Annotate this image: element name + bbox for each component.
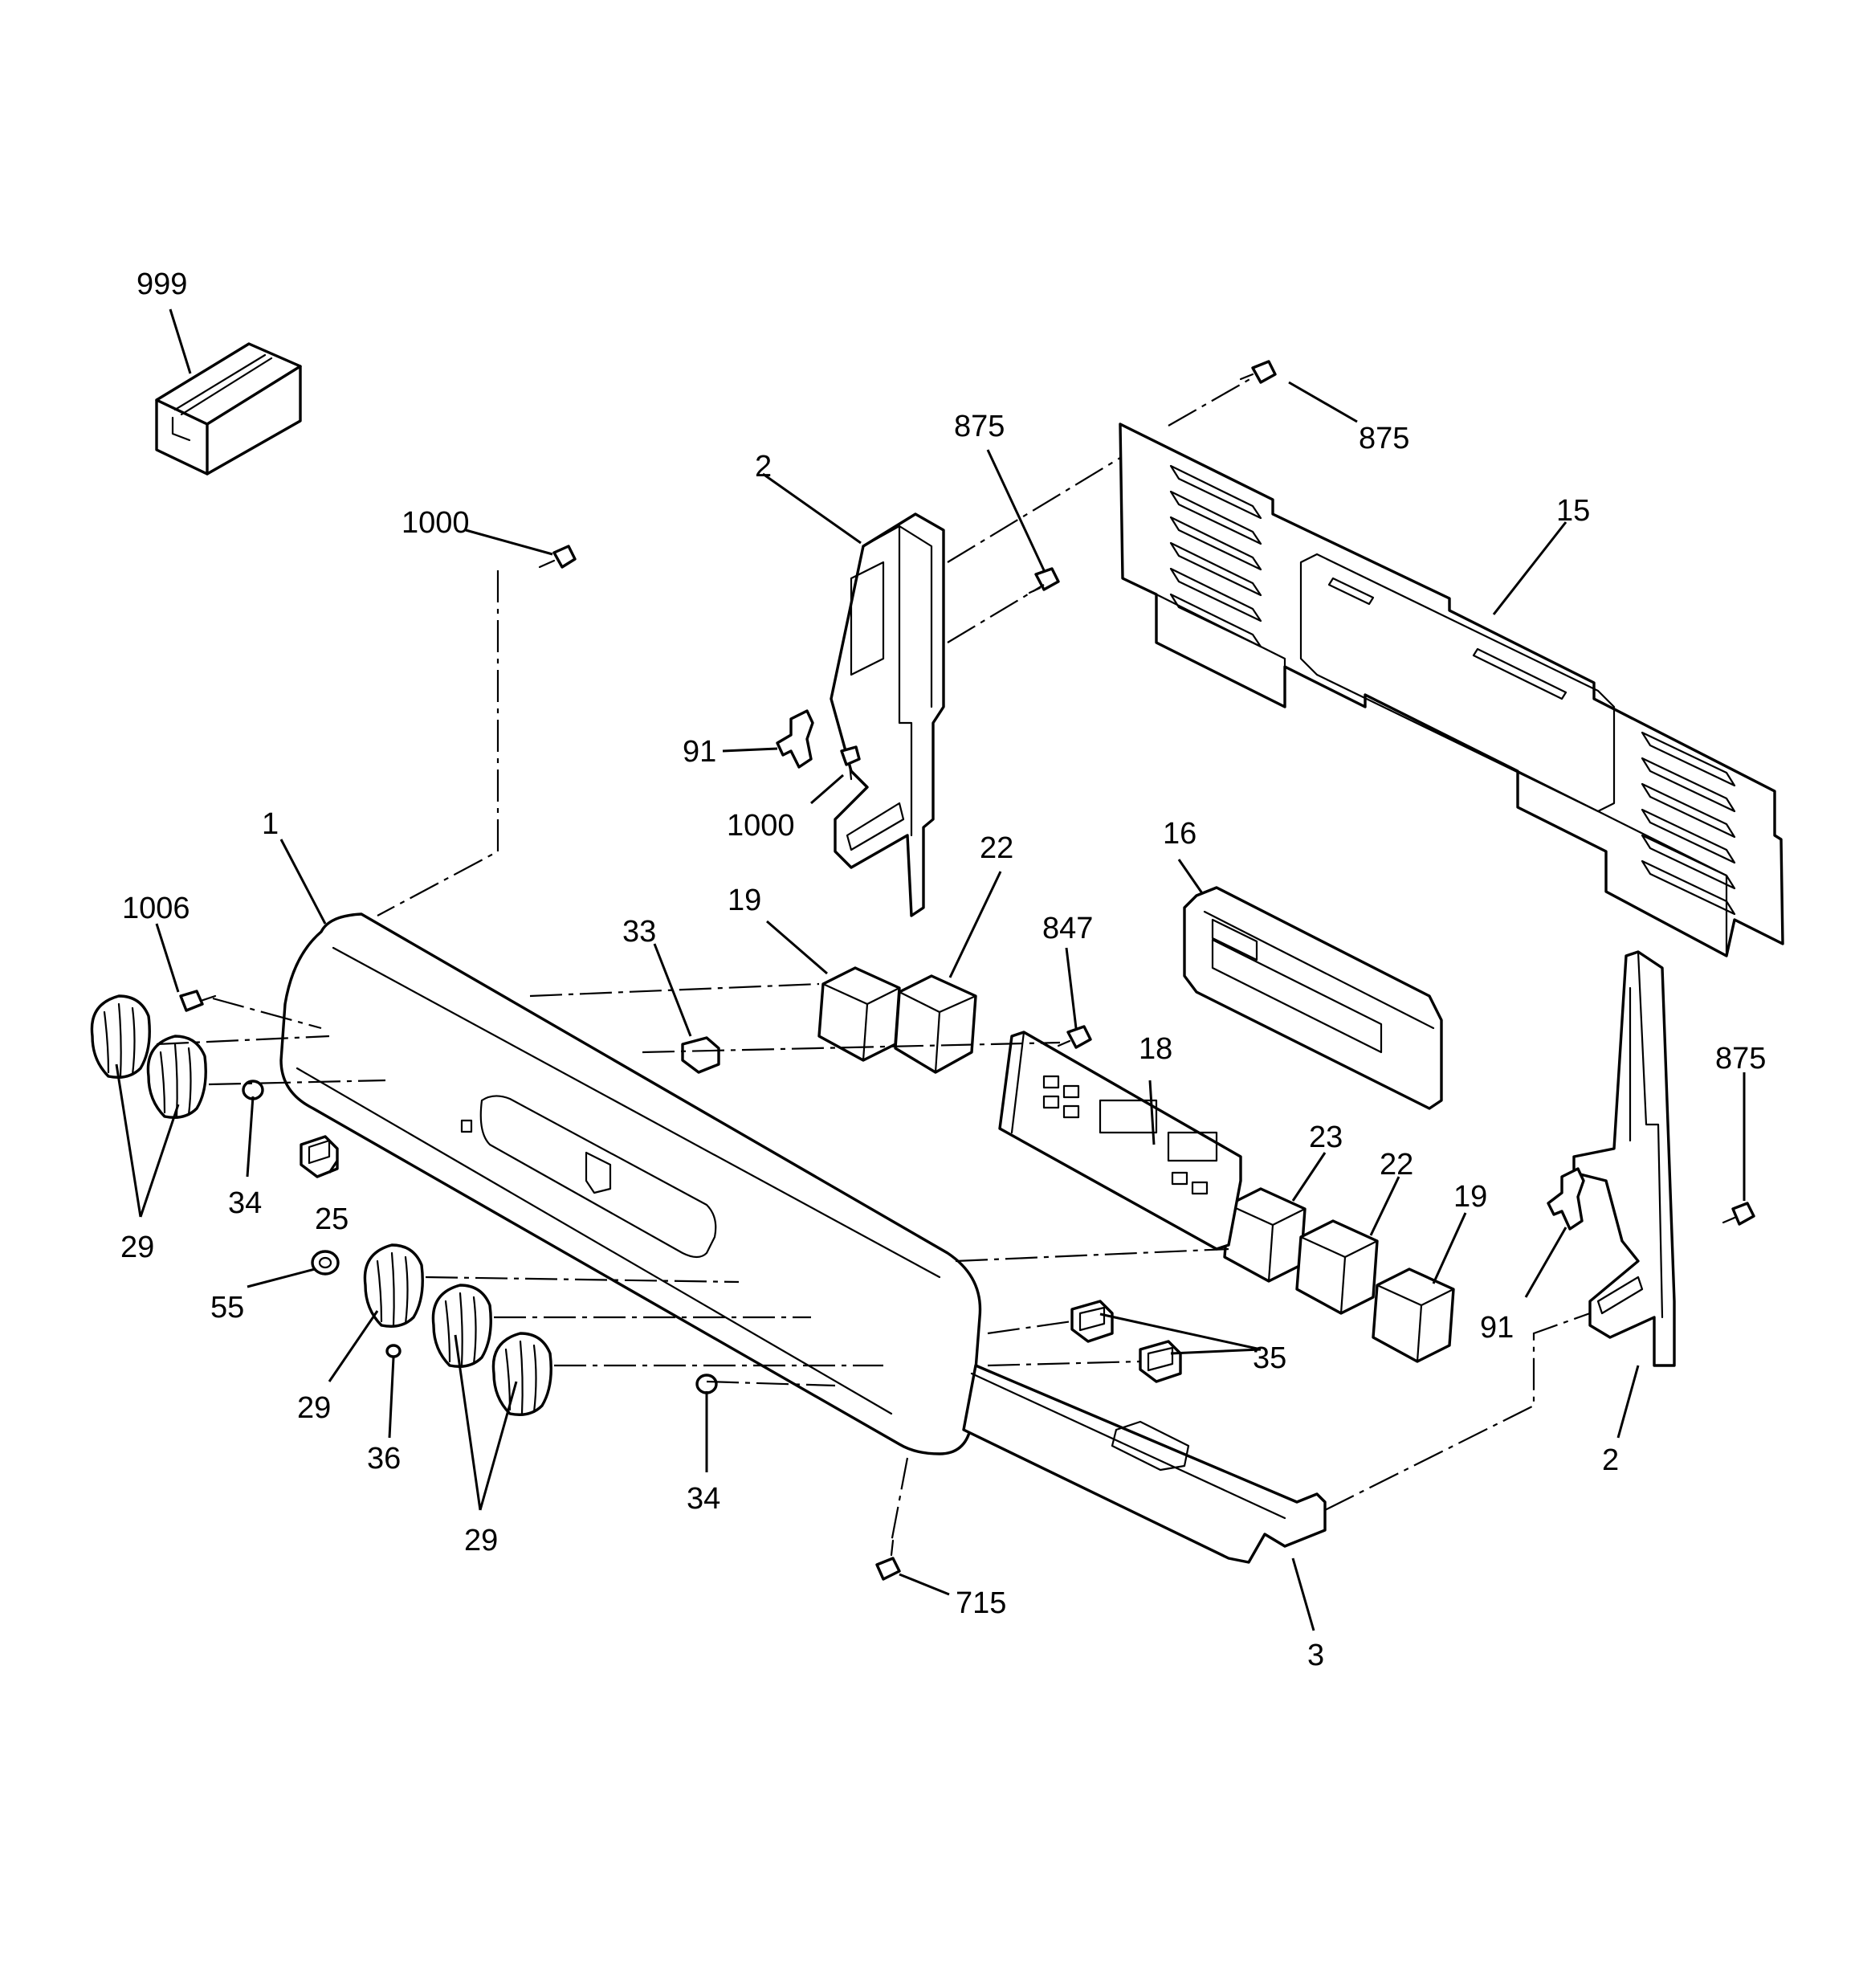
part-91-clip-left: [776, 709, 814, 769]
part-2-bracket-bottom: [1572, 950, 1676, 1367]
callout-91-left: 91: [683, 735, 716, 769]
callout-34-bottom: 34: [687, 1482, 720, 1516]
callout-36: 36: [367, 1442, 401, 1476]
callout-3: 3: [1307, 1639, 1324, 1672]
screw-875-mid: [1028, 567, 1060, 594]
callout-2-bottom: 2: [1602, 1443, 1619, 1477]
screw-875-right: [1722, 1202, 1755, 1226]
callout-999: 999: [137, 267, 187, 301]
callout-29-left: 29: [120, 1231, 154, 1264]
screw-875-top: [1239, 360, 1277, 384]
leader-lines: [115, 308, 1746, 1631]
callout-22-top: 22: [980, 831, 1013, 865]
part-999-box: [155, 342, 302, 476]
screw-847: [1057, 1025, 1092, 1049]
nut-55: [311, 1250, 340, 1276]
callout-18: 18: [1139, 1032, 1172, 1066]
screw-1000-mid: [840, 745, 861, 781]
switch-25: [300, 1135, 339, 1178]
knob-29-a: [90, 994, 151, 1079]
callout-23: 23: [1309, 1121, 1343, 1154]
switch-22-right: [1295, 1219, 1379, 1315]
part-15-rear-bracket: [1119, 423, 1784, 957]
callout-875-right: 875: [1359, 422, 1409, 455]
callout-29-mid: 29: [297, 1391, 331, 1425]
callout-91-right: 91: [1480, 1311, 1514, 1345]
switch-35-a: [1070, 1300, 1114, 1343]
assembly-lines: [156, 377, 1591, 1543]
screw-1006: [179, 990, 217, 1012]
switch-35-b: [1139, 1340, 1182, 1383]
callout-35: 35: [1253, 1341, 1286, 1375]
spring-34-bottom: [695, 1374, 718, 1394]
callout-33: 33: [622, 915, 656, 949]
callout-22-right: 22: [1380, 1148, 1413, 1182]
part-3-trim: [962, 1364, 1327, 1564]
clip-36: [385, 1344, 402, 1358]
callout-labels: 999 1000 2 875 875 15 91 1000 1 1006 19 …: [120, 267, 1766, 1672]
callout-29-bottom: 29: [464, 1524, 498, 1557]
callout-875-far: 875: [1715, 1042, 1766, 1076]
switch-33: [681, 1036, 720, 1074]
callout-55: 55: [210, 1291, 244, 1325]
callout-19-left: 19: [728, 884, 761, 917]
callout-1: 1: [262, 807, 279, 841]
callout-875-top: 875: [954, 410, 1005, 443]
part-2-bracket-top: [830, 512, 945, 917]
switch-22-top: [894, 974, 977, 1074]
callout-1000-mid: 1000: [727, 809, 795, 843]
callout-15: 15: [1556, 494, 1590, 528]
switch-19-right: [1372, 1268, 1455, 1363]
knob-29-e: [491, 1332, 552, 1416]
callout-847: 847: [1042, 912, 1093, 945]
callout-19-right: 19: [1453, 1180, 1487, 1214]
part-1-control-panel: [279, 912, 982, 1455]
callout-25: 25: [315, 1202, 349, 1236]
knob-29-d: [431, 1284, 492, 1368]
part-18-touch-panel: [998, 1031, 1242, 1251]
callout-715: 715: [956, 1586, 1006, 1620]
part-91-clip-right: [1547, 1167, 1585, 1231]
callout-1000-top: 1000: [402, 506, 470, 540]
screw-1000-top: [538, 545, 577, 569]
knob-29-b: [146, 1035, 207, 1119]
callout-34-left: 34: [228, 1186, 262, 1220]
callout-2-top: 2: [755, 450, 772, 484]
knob-29-c: [363, 1243, 424, 1328]
callout-1006: 1006: [122, 892, 190, 925]
part-16-control-board: [1183, 886, 1443, 1110]
screw-715: [875, 1539, 901, 1581]
callout-16: 16: [1163, 817, 1196, 851]
